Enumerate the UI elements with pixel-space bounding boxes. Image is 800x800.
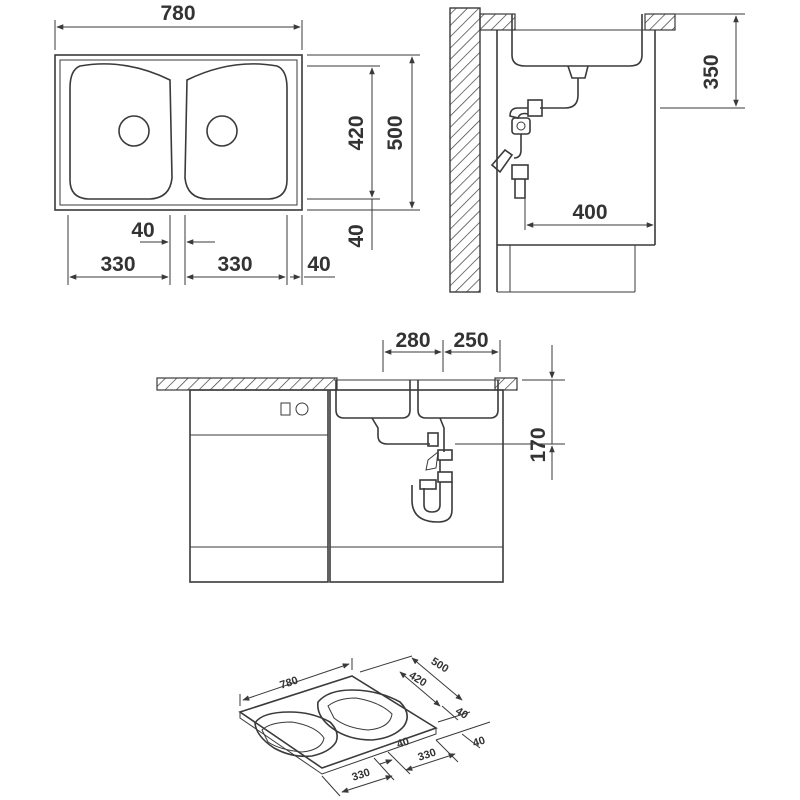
right-margin-label: 40 <box>307 253 330 276</box>
width-label: 780 <box>160 2 195 25</box>
iso-bowl-depth-label: 420 <box>407 670 429 690</box>
left-bowl <box>69 63 173 200</box>
left-offset-label: 280 <box>395 329 430 352</box>
right-bowl-label: 330 <box>217 253 252 276</box>
front-left-bowl <box>335 380 411 419</box>
sink-outline <box>54 54 303 211</box>
side-sink-bowl <box>511 14 643 67</box>
iso-divider-label: 40 <box>395 736 410 751</box>
side-view: 350 400 <box>449 7 745 293</box>
iso-left-bowl <box>254 711 338 758</box>
bowl-depth-label: 420 <box>345 115 368 150</box>
divider-label: 40 <box>131 219 154 242</box>
height-label: 350 <box>700 54 723 89</box>
iso-margin-a-label: 40 <box>453 705 470 722</box>
iso-depth-label: 500 <box>429 656 451 676</box>
front-depth-label: 170 <box>527 427 550 462</box>
iso-width-label: 780 <box>278 675 299 692</box>
right-offset-label: 250 <box>453 329 488 352</box>
iso-margin-b-label: 40 <box>471 735 486 750</box>
iso-right-bowl <box>316 689 408 741</box>
right-bowl <box>184 63 288 200</box>
sink-rim <box>59 59 298 206</box>
bottom-margin-label: 40 <box>345 224 368 247</box>
dishwasher-button-icon <box>280 402 291 416</box>
cabinet-depth-label: 400 <box>572 201 607 224</box>
sink-cabinet <box>329 389 504 583</box>
iso-bowl-a-label: 330 <box>350 767 371 784</box>
right-drain <box>206 115 238 147</box>
dishwasher-knob-icon <box>295 402 309 416</box>
front-view: 280 250 170 <box>156 329 565 583</box>
front-right-bowl <box>417 380 499 419</box>
depth-label: 500 <box>384 115 407 150</box>
countertop <box>156 377 338 391</box>
dishwasher <box>189 389 329 583</box>
wall-hatch <box>449 7 481 293</box>
iso-view: 780 500 420 40 40 330 330 40 <box>238 656 491 797</box>
iso-bowl-b-label: 330 <box>416 747 437 764</box>
top-view: 780 500 420 40 40 330 330 40 <box>54 2 420 285</box>
left-drain <box>118 115 150 147</box>
left-bowl-label: 330 <box>100 253 135 276</box>
